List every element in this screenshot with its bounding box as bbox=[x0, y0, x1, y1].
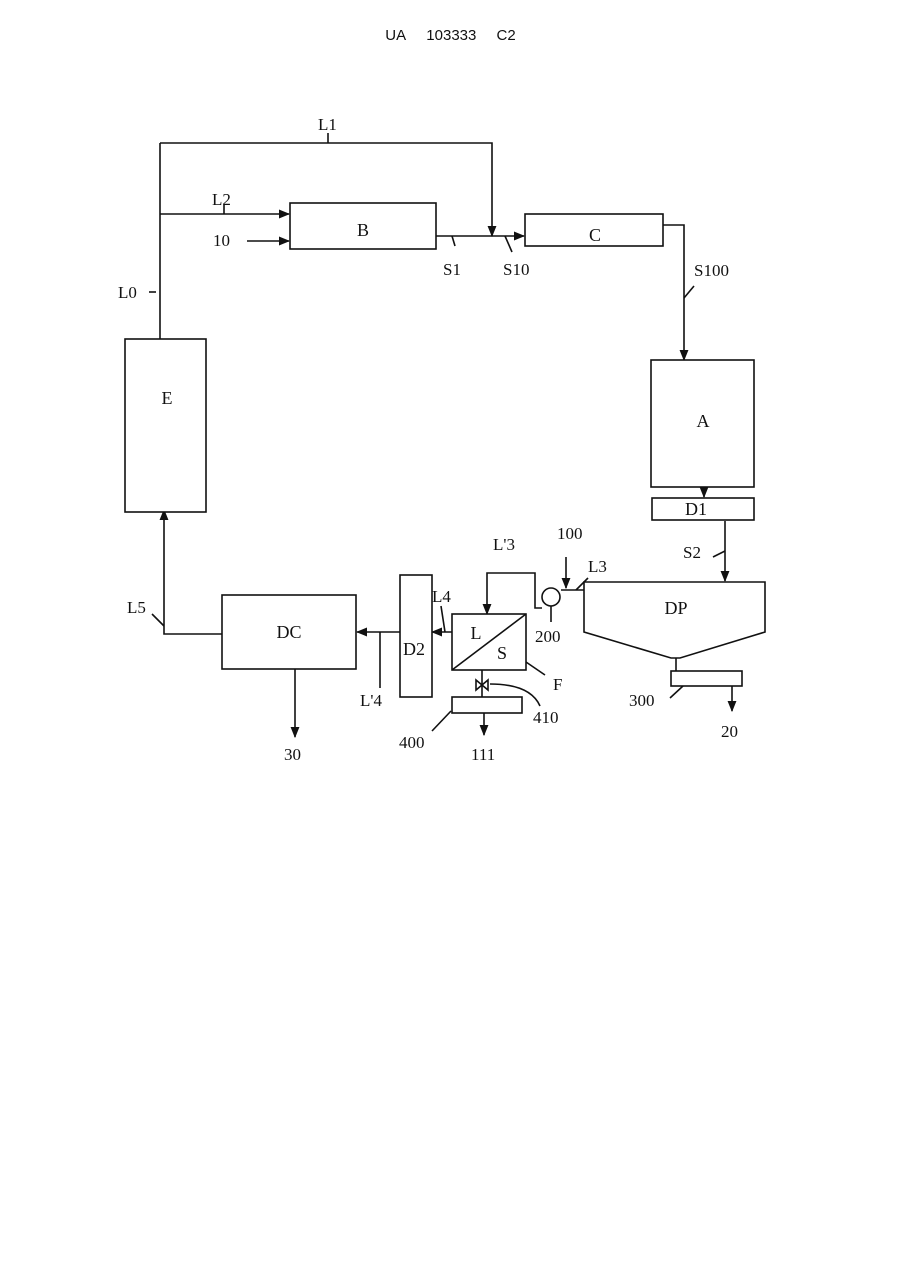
label-l5: L5 bbox=[127, 598, 146, 617]
label-30: 30 bbox=[284, 745, 301, 764]
label-400: 400 bbox=[399, 733, 425, 752]
block-a-label: A bbox=[697, 411, 710, 431]
block-e bbox=[125, 339, 206, 512]
filter-side-l: L bbox=[471, 623, 482, 643]
label-111: 111 bbox=[471, 745, 495, 764]
label-20: 20 bbox=[721, 722, 738, 741]
block-d2-label: D2 bbox=[403, 639, 425, 659]
pump-200 bbox=[542, 588, 560, 606]
label-s100: S100 bbox=[694, 261, 729, 280]
label-l0: L0 bbox=[118, 283, 137, 302]
label-f: F bbox=[553, 675, 562, 694]
label-l3: L3 bbox=[588, 557, 607, 576]
block-400 bbox=[452, 697, 522, 713]
label-10: 10 bbox=[213, 231, 230, 250]
line-l5-tick bbox=[152, 614, 164, 626]
label-100: 100 bbox=[557, 524, 583, 543]
label-lp4: L'4 bbox=[360, 691, 382, 710]
label-s2: S2 bbox=[683, 543, 701, 562]
label-lp3: L'3 bbox=[493, 535, 515, 554]
block-d1-label: D1 bbox=[685, 499, 707, 519]
block-dp-label: DP bbox=[664, 598, 687, 618]
line-pump-f bbox=[505, 573, 542, 608]
line-lp3 bbox=[487, 573, 505, 614]
line-s100-tick bbox=[684, 286, 694, 298]
filter-side-s: S bbox=[497, 643, 507, 663]
label-l2: L2 bbox=[212, 190, 231, 209]
line-300-tick bbox=[670, 686, 683, 698]
block-d2 bbox=[400, 575, 432, 697]
line-l4-tick bbox=[441, 606, 445, 632]
line-s2-tick bbox=[713, 551, 725, 557]
line-s10-tick bbox=[505, 236, 512, 252]
block-b-label: B bbox=[357, 220, 369, 240]
block-dc-label: DC bbox=[276, 622, 301, 642]
block-e-label: E bbox=[162, 388, 173, 408]
line-s1-tick bbox=[452, 236, 455, 246]
label-s10: S10 bbox=[503, 260, 529, 279]
line-400-tick bbox=[432, 711, 451, 731]
label-410: 410 bbox=[533, 708, 559, 727]
line-s100 bbox=[663, 225, 684, 360]
line-l5 bbox=[164, 510, 222, 634]
label-l4: L4 bbox=[432, 587, 451, 606]
block-c-label: C bbox=[589, 225, 601, 245]
line-f-leader bbox=[526, 662, 545, 675]
block-300 bbox=[671, 671, 742, 686]
block-dp bbox=[584, 582, 765, 658]
label-200: 200 bbox=[535, 627, 561, 646]
label-s1: S1 bbox=[443, 260, 461, 279]
label-300: 300 bbox=[629, 691, 655, 710]
label-l1: L1 bbox=[318, 115, 337, 134]
